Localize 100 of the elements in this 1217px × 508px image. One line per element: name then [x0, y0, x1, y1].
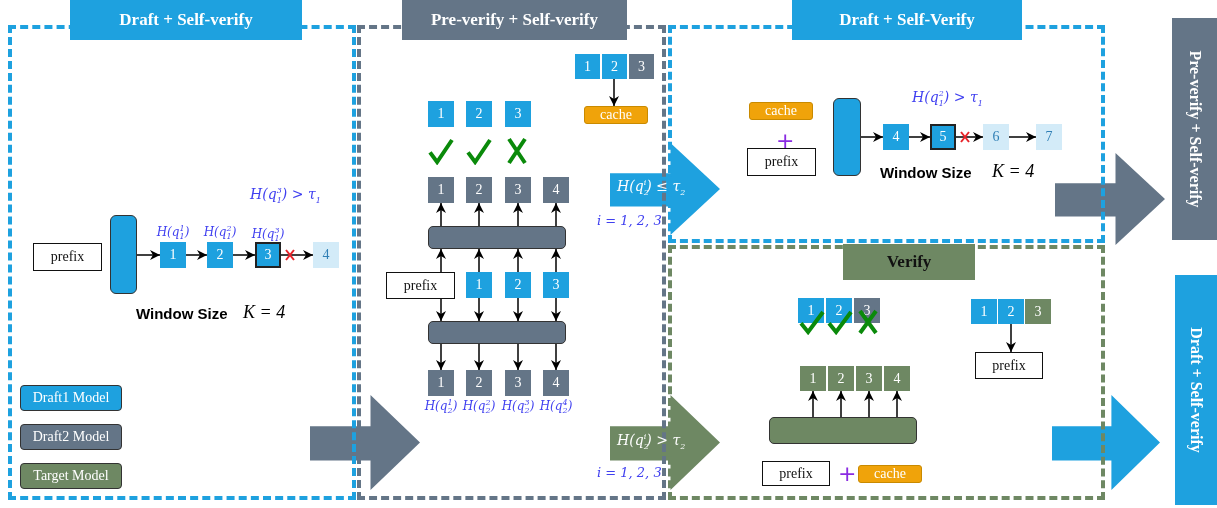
- token-number: 1: [437, 182, 445, 198]
- arrow: [609, 78, 619, 107]
- math-label: H(q$_{1}$$^{1}$): [156, 223, 190, 241]
- prefix-box: [975, 352, 1043, 379]
- panel-heading: Draft + Self-Verify: [792, 0, 1022, 40]
- edge-label: H(q$_{2}$$^{i}$) > τ$_{2}$: [617, 431, 686, 451]
- token-number: 7: [1045, 129, 1053, 145]
- math-label: H(q$_{1}$$^{3}$): [251, 225, 285, 243]
- block-arrow: [610, 395, 720, 490]
- math-label: K = 4: [243, 302, 286, 323]
- plus-sign: +: [838, 461, 857, 486]
- token-box: [930, 124, 956, 150]
- token-number: 2: [475, 182, 483, 198]
- token-number: 6: [992, 129, 1000, 145]
- token-number: 4: [552, 375, 560, 391]
- token-number: 4: [893, 370, 901, 387]
- math-label: i = 1, 2, 3: [597, 465, 662, 480]
- arrow: [513, 202, 523, 227]
- arrow: [551, 297, 561, 322]
- arrow: [474, 343, 484, 371]
- token-number: 3: [514, 182, 522, 198]
- token-box: [505, 272, 531, 298]
- math-label: i = 1, 2, 3: [597, 213, 662, 228]
- edge-label: H(q$_{2}$$^{i}$) ≤ τ$_{2}$: [617, 178, 686, 197]
- stage-label: Draft + Self-verify: [1187, 327, 1205, 453]
- arrow: [513, 343, 523, 371]
- arrow: [185, 250, 208, 260]
- token-number: 1: [584, 58, 591, 75]
- token-box: [505, 177, 531, 203]
- token-box: [998, 299, 1024, 324]
- stage-label-box: [1175, 275, 1217, 505]
- token-box: [800, 366, 826, 391]
- arrow: [808, 390, 818, 418]
- token-number: 3: [638, 58, 645, 75]
- arrow: [860, 132, 884, 142]
- model-bar: [428, 321, 566, 344]
- math-label: H(q$_{2}$$^{1}$): [424, 398, 458, 416]
- arrow: [836, 390, 846, 418]
- prefix-label: prefix: [992, 357, 1026, 374]
- token-box: [575, 54, 600, 79]
- cache-label: cache: [765, 103, 797, 119]
- stage-label-box: [1172, 18, 1217, 240]
- arrow: [232, 250, 256, 260]
- dashed-panel: [668, 245, 1105, 500]
- math-label: K = 4: [992, 161, 1035, 182]
- prefix-box: [762, 461, 830, 486]
- token-box: [828, 366, 854, 391]
- prefix-box: [386, 272, 455, 299]
- token-number: 1: [437, 106, 445, 122]
- cache-label: cache: [874, 466, 906, 482]
- token-number: 1: [169, 247, 177, 263]
- arrow: [1006, 323, 1016, 353]
- token-box: [543, 177, 569, 203]
- arrow: [474, 202, 484, 227]
- math-label: H(q$_{1}$$^{3}$) > τ$_{1}$: [250, 186, 321, 205]
- arrow: [551, 248, 561, 273]
- token-number: 2: [1007, 303, 1015, 320]
- arrow: [136, 250, 161, 260]
- arrow: [436, 298, 446, 322]
- token-box: [466, 272, 492, 298]
- panel-heading: Draft + Self-verify: [70, 0, 302, 40]
- panel-heading: Verify: [843, 244, 975, 280]
- token-box: [856, 366, 882, 391]
- math-label: H(q$_{2}$$^{3}$): [501, 398, 535, 416]
- arrow: [513, 248, 523, 273]
- arrow: [513, 297, 523, 322]
- arrow: [474, 297, 484, 322]
- token-number: 2: [514, 277, 522, 293]
- token-box: [826, 298, 852, 323]
- arrow: [436, 343, 446, 371]
- arrow: [474, 248, 484, 273]
- token-number: 4: [322, 247, 330, 263]
- prefix-box: [747, 148, 816, 176]
- plus-sign: +: [776, 128, 795, 153]
- token-number: 2: [835, 302, 843, 319]
- token-box: [971, 299, 997, 324]
- token-box: [1025, 299, 1051, 324]
- math-label: H(q$_{2}$$^{4}$): [539, 398, 573, 416]
- token-number: 3: [865, 370, 873, 387]
- token-number: 3: [552, 277, 560, 293]
- token-number: 1: [809, 370, 817, 387]
- token-number: 3: [1034, 303, 1042, 320]
- model-bar: [769, 417, 917, 444]
- cache-label: cache: [600, 107, 632, 123]
- token-box: [466, 177, 492, 203]
- arrow: [1008, 132, 1037, 142]
- window-size-label: Window Size: [136, 305, 228, 322]
- prefix-label: prefix: [764, 154, 799, 170]
- math-label: H(q$_{1}$$^{2}$) > τ$_{1}$: [912, 89, 983, 108]
- token-number: 1: [475, 277, 483, 293]
- token-number: 3: [264, 247, 272, 263]
- token-number: 2: [475, 106, 483, 122]
- arrow: [280, 250, 314, 260]
- token-number: 1: [437, 375, 445, 391]
- token-box: [629, 54, 654, 79]
- model-block: [110, 215, 137, 294]
- token-box: [428, 101, 454, 127]
- prefix-label: prefix: [50, 249, 85, 265]
- token-number: 4: [552, 182, 560, 198]
- panel-heading: Pre-verify + Self-verify: [402, 0, 627, 40]
